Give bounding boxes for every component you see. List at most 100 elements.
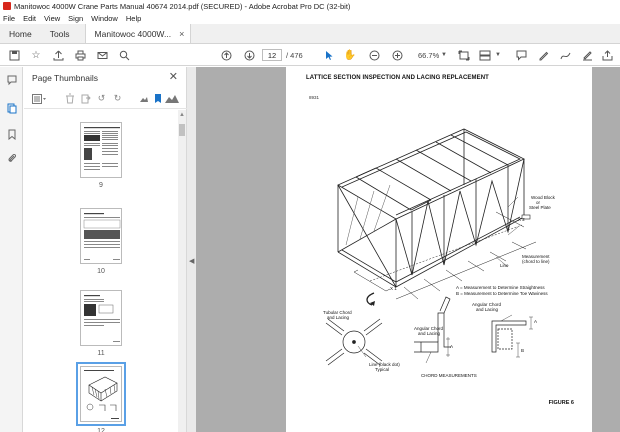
tab-document-label: Manitowoc 4000W... [94,28,172,39]
label-angular-right-lacing: and Lacing [476,307,499,312]
zoom-level[interactable]: 66.7% [418,51,440,60]
scroll-mode-icon[interactable] [478,48,492,62]
lattice-section-drawing [325,128,537,366]
highlight-pen-icon[interactable] [537,48,549,62]
menu-help[interactable]: Help [125,13,142,23]
label-measurement: Measurement [522,254,550,259]
menu-window[interactable]: Window [91,13,118,23]
scroll-up-icon[interactable]: ▲ [179,112,185,118]
acrobat-icon [3,2,11,10]
menu-edit[interactable]: Edit [23,13,37,23]
select-cursor-icon[interactable] [323,48,335,62]
rotate-clockwise-icon[interactable]: ↻ [113,93,122,103]
tab-bar: Home Tools Manitowoc 4000W... × [0,24,620,44]
small-thumbnails-icon[interactable] [138,93,149,104]
comment-rail-icon[interactable] [6,75,17,86]
mail-icon[interactable] [96,48,108,62]
attachments-rail-icon[interactable] [6,153,17,164]
upload-icon[interactable] [52,48,64,62]
next-page-icon[interactable] [243,48,255,62]
thumbnail-page-9[interactable] [80,122,122,178]
tab-document[interactable]: Manitowoc 4000W... × [84,24,192,43]
collapse-panel-icon[interactable]: ◀ [189,258,195,265]
label-x2: X 2 [518,217,525,222]
label-chord-measurements: CHORD MEASUREMENTS [421,373,477,378]
label-line-black-dot: Line (black dot) [369,362,400,367]
left-navigation-rail [0,67,23,432]
document-viewer[interactable]: LATTICE SECTION INSPECTION AND LACING RE… [196,67,620,432]
close-tab-icon[interactable]: × [179,28,185,39]
page-heading: LATTICE SECTION INSPECTION AND LACING RE… [306,75,489,81]
share-icon[interactable] [601,48,613,62]
label-wood-block: Wood Block [531,195,555,200]
bookmarks-rail-icon[interactable] [6,129,17,140]
legend-b: B = Measurement to Determine Toe Wavines… [456,291,548,296]
extract-page-icon[interactable] [80,93,91,104]
thumbnail-label-9: 9 [99,182,103,189]
page-code: 8931 [309,95,320,100]
sign-icon[interactable] [581,48,593,62]
hand-tool-icon[interactable]: ✋ [343,49,357,61]
label-mid-a: A [450,344,454,349]
page-number-input[interactable]: 12 [262,49,282,61]
label-steel-plate: Steel Plate [529,205,551,210]
previous-page-icon[interactable] [220,48,232,62]
page-thumbnails-panel: Page Thumbnails ✕ ↺ ↻ [24,67,187,432]
thumbnail-list: 9 10 [24,110,179,432]
thumbnail-label-12: 12 [97,428,105,432]
zoom-out-icon[interactable] [368,48,380,62]
zoom-thumbnail-icon[interactable] [152,93,163,104]
legend-a: A = Measurement to Determine Straightnes… [456,285,545,290]
figure-label: FIGURE 6 [548,400,574,406]
thumbnail-label-10: 10 [97,268,105,275]
menu-bar: File Edit View Sign Window Help [0,12,620,24]
menu-sign[interactable]: Sign [68,13,84,23]
pdf-page: LATTICE SECTION INSPECTION AND LACING RE… [286,67,592,432]
label-tubular-lacing: and Lacing [327,315,350,320]
label-right-b: B [521,348,525,353]
delete-page-icon[interactable] [64,93,75,104]
options-menu-icon[interactable] [32,93,46,104]
label-angular-mid-lacing: and Lacing [418,331,441,336]
bookmark-star-icon[interactable]: ☆ [31,49,41,61]
save-icon[interactable] [8,48,20,62]
label-angular-mid-chord: Angular Chord [414,326,444,331]
main-toolbar: ☆ 12 / 476 ✋ 66.7% ▼ ▼ [0,44,620,66]
rotate-counterclockwise-icon[interactable]: ↺ [97,93,106,103]
panel-splitter[interactable]: ◀ [187,67,196,432]
menu-view[interactable]: View [44,13,61,23]
menu-file[interactable]: File [3,13,16,23]
tab-tools[interactable]: Tools [49,28,70,39]
close-panel-icon[interactable]: ✕ [168,71,178,83]
label-typical: Typical [375,367,390,372]
window-title: Manitowoc 4000W Crane Parts Manual 40674… [14,1,351,11]
label-x1: X 1 [390,286,397,291]
zoom-dropdown-icon[interactable]: ▼ [441,52,447,58]
thumbnail-page-10[interactable] [80,208,122,264]
label-right-a: A [534,319,538,324]
title-bar: Manitowoc 4000W Crane Parts Manual 40674… [0,0,620,12]
comment-icon[interactable] [515,48,527,62]
thumbnail-label-11: 11 [97,350,105,357]
panel-toolbar: ↺ ↻ [24,89,187,109]
label-line: Line [500,263,509,268]
thumbnail-page-12[interactable] [76,362,126,426]
label-or: or [536,200,541,205]
thumbnail-scrollbar[interactable]: ▲ [178,110,186,432]
search-icon[interactable] [118,48,130,62]
fit-page-icon[interactable] [457,48,471,62]
thumbnail-page-11[interactable] [80,290,122,346]
page-thumbnails-rail-icon[interactable] [6,103,17,114]
print-icon[interactable] [74,48,86,62]
scroll-mode-dropdown-icon[interactable]: ▼ [495,52,501,58]
panel-title: Page Thumbnails [32,73,98,83]
tab-home[interactable]: Home [9,28,32,39]
zoom-in-icon[interactable] [391,48,403,62]
label-chord-to-line: (chord to line) [522,259,550,264]
large-thumbnails-icon[interactable] [165,93,179,104]
label-tubular-chord: Tubular Chord [323,310,352,315]
scrollbar-thumb[interactable] [179,124,185,136]
label-angular-right-chord: Angular Chord [472,302,502,307]
page-total: / 476 [286,51,303,60]
draw-icon[interactable] [559,48,571,62]
